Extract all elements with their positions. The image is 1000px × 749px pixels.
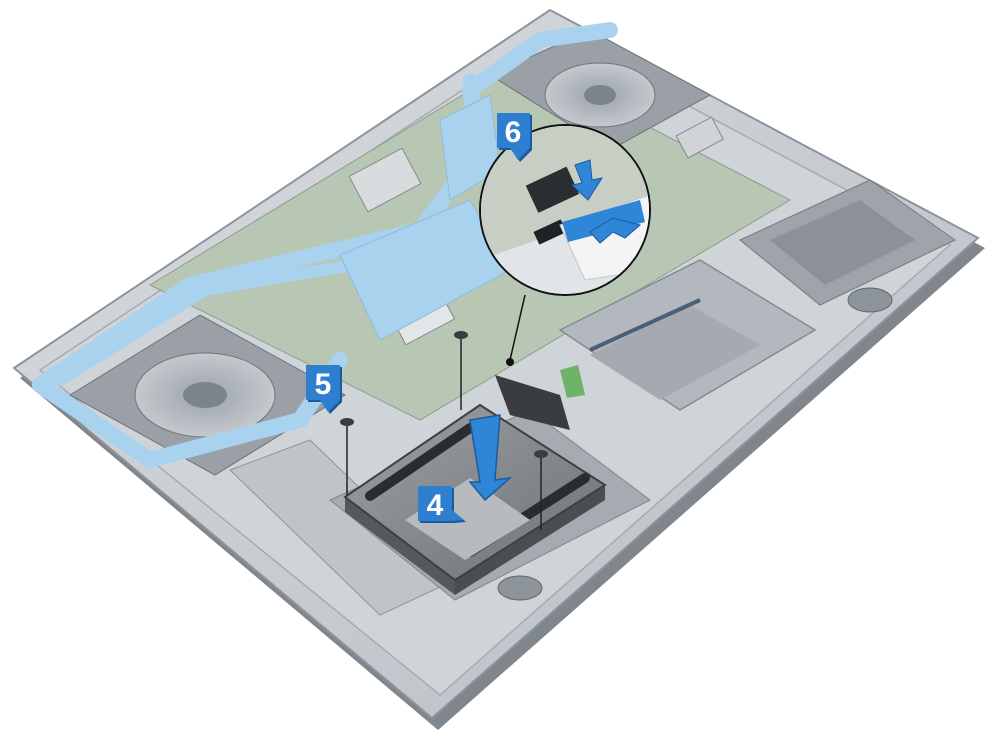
callout-label: 4 bbox=[427, 489, 444, 522]
touchpad-cable bbox=[589, 298, 701, 352]
hard-drive-assembly bbox=[343, 365, 607, 595]
hdd-interposer bbox=[495, 375, 570, 430]
wlan-card bbox=[348, 147, 422, 213]
hdd-bracket-side bbox=[345, 497, 455, 595]
callout-step-6: 6 bbox=[497, 113, 532, 162]
speaker-right bbox=[739, 179, 956, 306]
left-fan bbox=[69, 314, 346, 476]
board-chip bbox=[675, 116, 724, 159]
hdd-pull-tab bbox=[560, 365, 585, 398]
screw-icon bbox=[454, 331, 468, 410]
zoom-leader-line bbox=[509, 294, 526, 361]
push-arrow-icon bbox=[570, 159, 604, 201]
hdd-bracket-side bbox=[455, 485, 605, 595]
zoom-circle-icon bbox=[479, 124, 651, 296]
zoom-leader-dot bbox=[506, 358, 514, 366]
touchpad bbox=[558, 259, 817, 411]
screw-icon bbox=[534, 450, 548, 530]
screw-icon bbox=[340, 418, 354, 495]
callout-label: 6 bbox=[505, 116, 522, 149]
push-arrow-icon bbox=[589, 217, 642, 244]
callout-step-5: 5 bbox=[306, 365, 342, 414]
push-arrow-icon bbox=[468, 414, 513, 502]
hdd-label bbox=[405, 478, 530, 560]
callout-step-4: 4 bbox=[418, 486, 466, 523]
zoom-connector-latch bbox=[533, 219, 567, 245]
callout-label: 5 bbox=[315, 368, 332, 401]
rubber-foot bbox=[497, 575, 543, 601]
rubber-foot bbox=[847, 287, 893, 313]
zoom-cable-tab bbox=[562, 200, 645, 242]
zoom-connector bbox=[525, 166, 580, 213]
heat-sink-assembly bbox=[32, 22, 618, 468]
hdd-rail bbox=[365, 423, 475, 501]
